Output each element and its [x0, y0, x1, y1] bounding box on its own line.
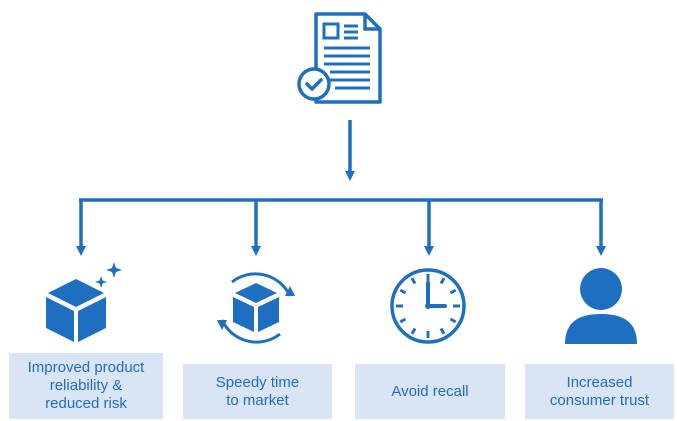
sparkle-cube-icon — [46, 262, 122, 342]
benefit-box-reliability: Improved product reliability & reduced r… — [9, 353, 163, 419]
connector-lines — [76, 120, 606, 256]
benefit-label: Increased consumer trust — [549, 373, 650, 409]
benefit-label: Improved product reliability & reduced r… — [27, 359, 145, 412]
benefit-label: Speedy time to market — [215, 373, 300, 409]
benefit-box-time-to-market: Speedy time to market — [183, 364, 332, 419]
document-check-icon — [297, 12, 382, 104]
clock-icon — [390, 268, 466, 344]
cycle-cube-icon — [217, 272, 295, 344]
person-icon — [565, 268, 637, 344]
benefit-box-avoid-recall: Avoid recall — [355, 364, 505, 419]
benefit-label: Avoid recall — [391, 382, 469, 400]
benefit-box-consumer-trust: Increased consumer trust — [525, 364, 674, 419]
